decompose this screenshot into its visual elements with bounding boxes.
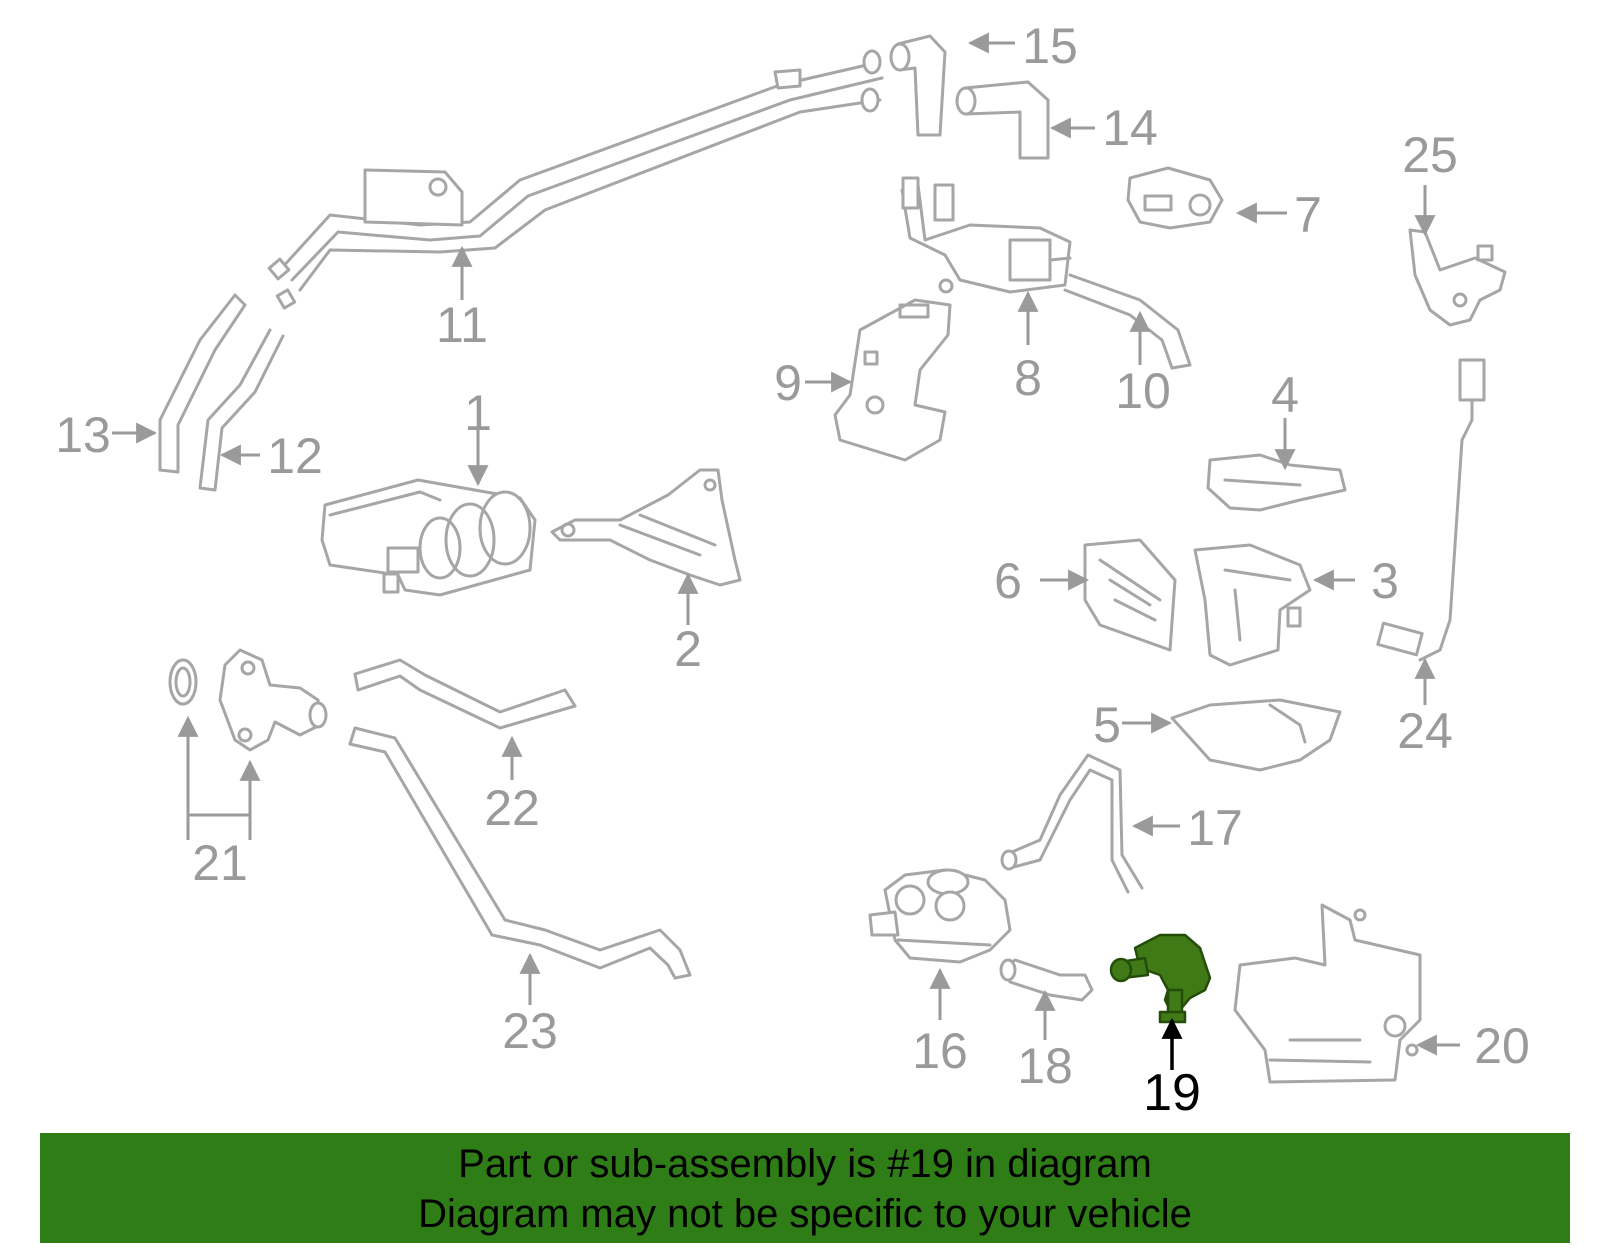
- callout-15: 15: [1022, 18, 1078, 74]
- part-8-valve: [900, 176, 1072, 294]
- callout-2: 2: [674, 621, 702, 677]
- part-19-highlighted-valve: [1109, 933, 1212, 1024]
- callout-10: 10: [1115, 363, 1171, 419]
- part-6-bracket: [1083, 538, 1177, 652]
- callout-3: 3: [1371, 553, 1399, 609]
- callout-5: 5: [1093, 697, 1121, 753]
- callout-9: 9: [774, 355, 802, 411]
- bracket-21: [186, 730, 252, 840]
- part-16-pump: [868, 868, 1012, 964]
- part-25-bracket: [1408, 228, 1507, 327]
- callout-6: 6: [994, 553, 1022, 609]
- part-20-bracket: [1233, 903, 1422, 1084]
- part-24-sensor: [1376, 358, 1486, 662]
- part-5-bracket: [1170, 698, 1342, 772]
- callout-18: 18: [1017, 1038, 1073, 1094]
- callout-16: 16: [912, 1023, 968, 1079]
- callout-22: 22: [484, 780, 540, 836]
- callout-23: 23: [502, 1003, 558, 1059]
- banner-line-part-number: Part or sub-assembly is #19 in diagram: [458, 1142, 1152, 1186]
- part-1-canister: [320, 478, 537, 597]
- callout-12: 12: [267, 428, 323, 484]
- callout-1: 1: [464, 385, 492, 441]
- callout-labels: 1 2 3 4 5 6 7 8 9 10 11 12 13 14 15 16 1…: [55, 18, 1530, 1122]
- parts-diagram: 1 2 3 4 5 6 7 8 9 10 11 12 13 14 15 16 1…: [55, 18, 1530, 1122]
- callout-13: 13: [55, 407, 111, 463]
- part-14-elbow: [955, 80, 1050, 160]
- part-23-hose: [348, 726, 692, 980]
- part-17-hose: [1000, 753, 1144, 894]
- callout-21: 21: [192, 835, 248, 891]
- part-22-hose: [353, 658, 577, 730]
- part-3-bracket: [1193, 543, 1312, 667]
- callout-14: 14: [1102, 100, 1158, 156]
- part-4-bracket: [1206, 453, 1347, 512]
- part-2-bracket: [550, 468, 742, 587]
- callout-arrows: [112, 32, 1460, 1070]
- part-9-bracket: [833, 298, 952, 462]
- part-15-elbow: [889, 34, 947, 137]
- callout-11: 11: [436, 297, 488, 353]
- part-7-sensor: [1126, 166, 1224, 230]
- part-11-pipe-assembly: [267, 49, 884, 310]
- part-18-hose: [999, 958, 1094, 1002]
- callout-8: 8: [1014, 350, 1042, 406]
- callout-4: 4: [1271, 367, 1299, 423]
- callout-7: 7: [1294, 187, 1322, 243]
- part-12-hose: [198, 328, 285, 492]
- info-banner: Part or sub-assembly is #19 in diagram D…: [40, 1133, 1570, 1243]
- callout-19: 19: [1143, 1064, 1201, 1122]
- callout-20: 20: [1474, 1018, 1530, 1074]
- part-13-hose: [158, 293, 247, 474]
- part-10-hose: [1063, 273, 1192, 370]
- callout-25: 25: [1402, 127, 1458, 183]
- callout-17: 17: [1187, 800, 1243, 856]
- callout-24: 24: [1397, 703, 1453, 759]
- part-21-valve: [168, 648, 328, 752]
- banner-line-disclaimer: Diagram may not be specific to your vehi…: [418, 1192, 1192, 1236]
